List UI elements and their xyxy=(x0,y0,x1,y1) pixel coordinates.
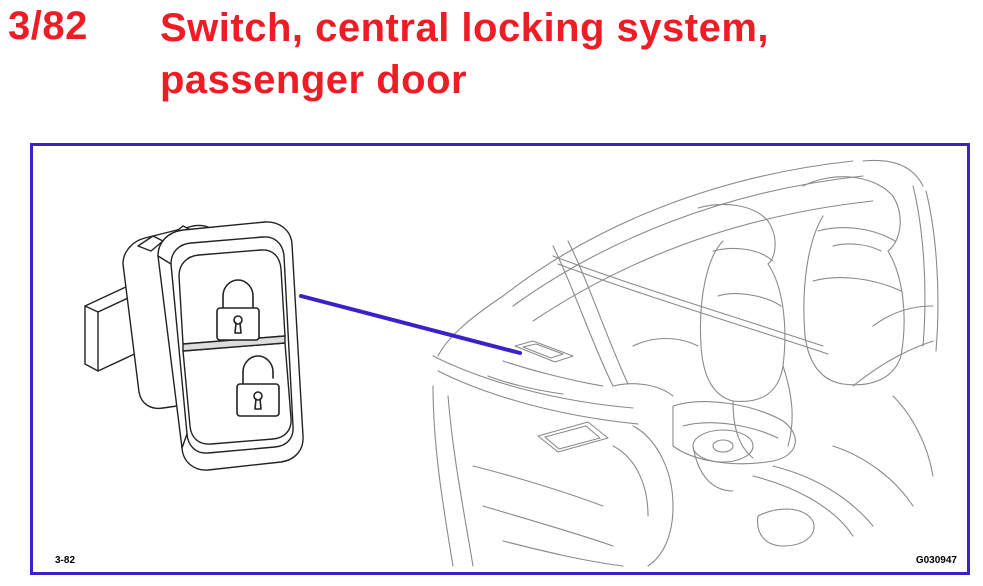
lock-closed-icon xyxy=(216,279,260,341)
car-interior-drawing xyxy=(432,159,939,567)
component-number: 3/82 xyxy=(8,4,88,48)
component-title: Switch, central locking system, passenge… xyxy=(160,2,960,106)
figure-illustration xyxy=(84,159,939,567)
switch-drawing xyxy=(84,221,304,471)
figure-reference-right: G030947 xyxy=(915,555,957,566)
figure-reference-left: 3-82 xyxy=(55,555,76,566)
component-title-line-2: passenger door xyxy=(160,58,468,102)
component-title-line-1: Switch, central locking system, xyxy=(160,6,770,50)
lock-open-icon xyxy=(236,355,280,417)
page-header: 3/82 Switch, central locking system, pas… xyxy=(0,0,983,120)
location-pointer-line xyxy=(299,294,522,355)
figure-frame: 3-82 G030947 xyxy=(30,143,970,575)
